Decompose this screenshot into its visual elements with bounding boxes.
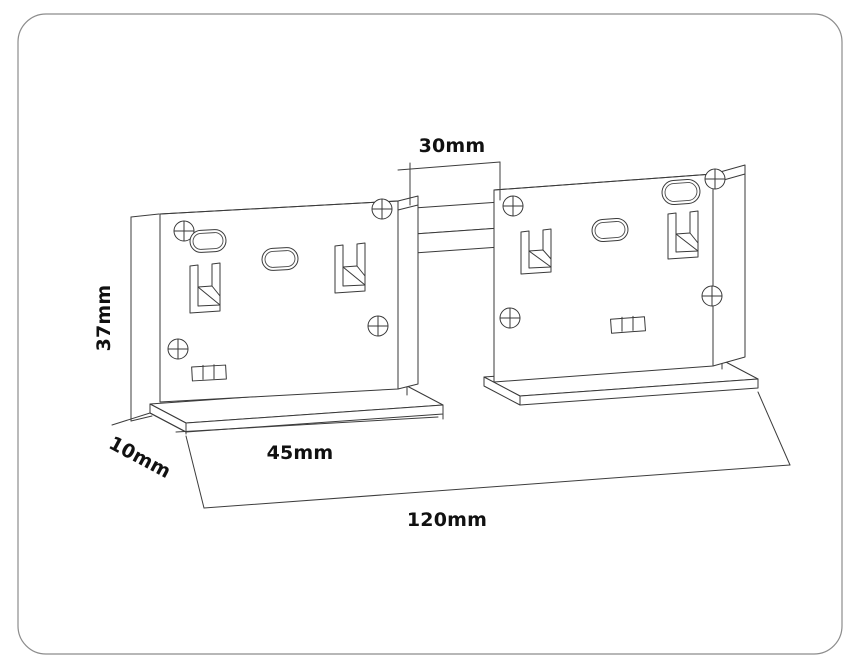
left-bracket-oval-slot-upper	[189, 229, 226, 253]
left-bracket	[150, 196, 443, 432]
right-bracket-screw-bottom-right	[702, 286, 722, 306]
right-bracket-oval-slot-upper	[661, 179, 701, 206]
dimension-overall-120mm	[185, 391, 791, 509]
right-bracket-hook-slot-right	[668, 211, 698, 259]
dimension-label-overall-length: 120mm	[407, 509, 487, 531]
dimension-label-rod-length: 30mm	[419, 135, 486, 157]
right-bracket-screw-top-left	[503, 196, 523, 216]
left-bracket-hook-slot-right	[335, 243, 365, 293]
left-bracket-screw-top-right	[372, 199, 392, 219]
dimension-width-45mm	[175, 404, 444, 435]
dimension-height-37mm	[130, 213, 160, 422]
right-bracket-front-face	[494, 174, 713, 382]
right-bracket-hook-slot-left	[521, 229, 551, 274]
left-bracket-screw-bottom-right	[368, 316, 388, 336]
dimension-depth-10mm	[111, 412, 187, 433]
left-bracket-oval-slot-center	[261, 247, 298, 271]
dimension-rod-30mm	[397, 161, 501, 206]
right-bracket-oval-slot-center	[591, 218, 629, 243]
left-bracket-vent-rectangle	[192, 365, 227, 381]
right-bracket-side-face	[713, 165, 745, 366]
left-bracket-side-face	[398, 196, 418, 389]
right-bracket-screw-top-right	[705, 169, 725, 189]
right-bracket-base-plate	[484, 360, 758, 405]
left-bracket-hook-slot-left	[190, 263, 220, 313]
right-bracket	[484, 165, 758, 405]
drawing-border-frame	[17, 13, 843, 655]
right-bracket-screw-bottom-left	[500, 308, 520, 328]
dimension-label-height: 37mm	[93, 285, 115, 352]
left-bracket-screw-top-left	[174, 221, 194, 241]
dimension-label-plate-width: 45mm	[267, 442, 334, 464]
right-bracket-vent-rectangle	[611, 316, 646, 333]
left-bracket-screw-bottom-left	[168, 339, 188, 359]
